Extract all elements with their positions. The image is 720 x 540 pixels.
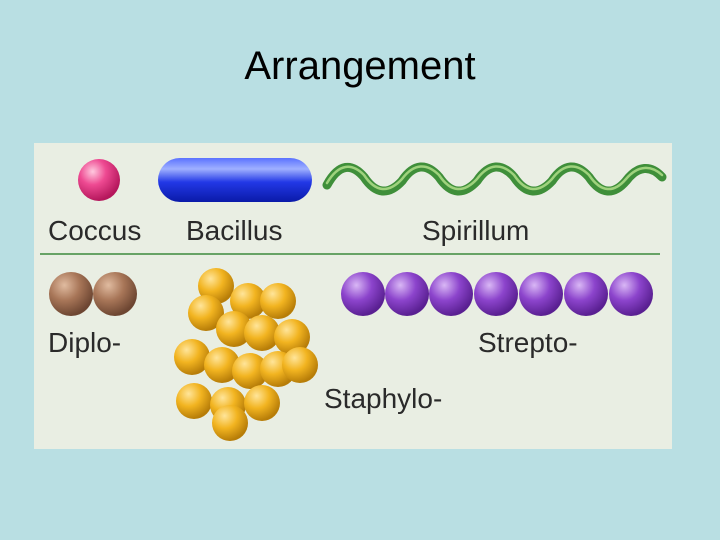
spirillum-highlight (325, 165, 664, 191)
streptococcus-chain (341, 272, 653, 316)
slide-title: Arrangement (244, 44, 476, 88)
bacillus-cell (158, 158, 312, 202)
label-diplo: Diplo- (48, 327, 122, 358)
label-strepto: Strepto- (478, 327, 578, 358)
label-bacillus: Bacillus (186, 215, 283, 246)
label-coccus: Coccus (48, 215, 142, 246)
bacteria-diagram: Coccus Bacillus Spirillum Diplo- Strepto… (34, 143, 672, 449)
diagram-graphics (40, 158, 667, 441)
label-staphylo: Staphylo- (324, 383, 443, 414)
staphylococcus-cluster (174, 268, 318, 441)
diplococcus (49, 272, 137, 316)
label-spirillum: Spirillum (422, 215, 530, 246)
coccus-cell (78, 159, 120, 201)
